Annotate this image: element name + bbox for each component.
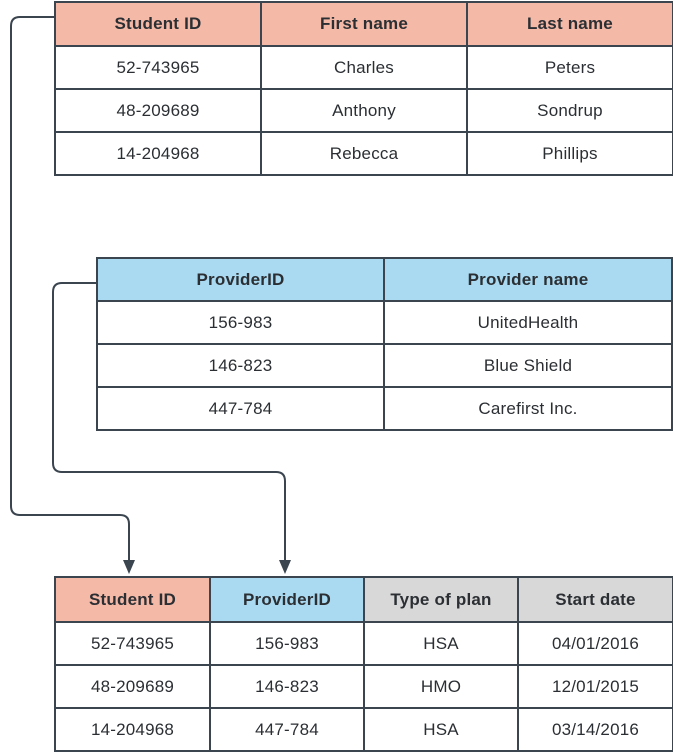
table-header-row: Student ID First name Last name (54, 1, 673, 47)
table-cell: 14-204968 (54, 707, 211, 752)
table-cell: Rebecca (260, 131, 468, 176)
table-header-row: ProviderID Provider name (96, 257, 673, 302)
table-cell: 447-784 (209, 707, 365, 752)
table-cell: Anthony (260, 88, 468, 133)
table-cell: 52-743965 (54, 621, 211, 666)
table-cell: HMO (363, 664, 519, 709)
header-first-name: First name (260, 1, 468, 47)
header-type-of-plan: Type of plan (363, 576, 519, 623)
providers-table: ProviderID Provider name 156-983 UnitedH… (96, 257, 673, 431)
header-start-date: Start date (517, 576, 673, 623)
table-cell: HSA (363, 621, 519, 666)
header-provider-name: Provider name (383, 257, 673, 302)
table-cell: UnitedHealth (383, 300, 673, 345)
header-student-id: Student ID (54, 1, 262, 47)
table-cell: 48-209689 (54, 664, 211, 709)
table-row: 52-743965 Charles Peters (54, 45, 673, 90)
table-cell: 156-983 (96, 300, 385, 345)
header-provider-id: ProviderID (96, 257, 385, 302)
table-cell: Sondrup (466, 88, 673, 133)
table-cell: Phillips (466, 131, 673, 176)
enrollments-table: Student ID ProviderID Type of plan Start… (54, 576, 673, 752)
table-cell: 12/01/2015 (517, 664, 673, 709)
table-cell: 52-743965 (54, 45, 262, 90)
table-cell: 14-204968 (54, 131, 262, 176)
table-cell: 48-209689 (54, 88, 262, 133)
table-cell: 447-784 (96, 386, 385, 431)
table-row: 14-204968 Rebecca Phillips (54, 131, 673, 176)
table-cell: 03/14/2016 (517, 707, 673, 752)
table-header-row: Student ID ProviderID Type of plan Start… (54, 576, 673, 623)
table-row: 48-209689 Anthony Sondrup (54, 88, 673, 133)
arrow-down-icon (279, 560, 291, 574)
table-row: 447-784 Carefirst Inc. (96, 386, 673, 431)
table-cell: Peters (466, 45, 673, 90)
table-cell: 156-983 (209, 621, 365, 666)
header-student-id: Student ID (54, 576, 211, 623)
table-row: 14-204968 447-784 HSA 03/14/2016 (54, 707, 673, 752)
table-cell: HSA (363, 707, 519, 752)
table-cell: Carefirst Inc. (383, 386, 673, 431)
table-cell: Charles (260, 45, 468, 90)
header-provider-id: ProviderID (209, 576, 365, 623)
header-last-name: Last name (466, 1, 673, 47)
arrow-down-icon (123, 560, 135, 574)
students-table: Student ID First name Last name 52-74396… (54, 1, 673, 176)
table-cell: 146-823 (209, 664, 365, 709)
table-row: 156-983 UnitedHealth (96, 300, 673, 345)
table-cell: Blue Shield (383, 343, 673, 388)
table-cell: 04/01/2016 (517, 621, 673, 666)
table-cell: 146-823 (96, 343, 385, 388)
table-row: 48-209689 146-823 HMO 12/01/2015 (54, 664, 673, 709)
table-row: 52-743965 156-983 HSA 04/01/2016 (54, 621, 673, 666)
table-row: 146-823 Blue Shield (96, 343, 673, 388)
